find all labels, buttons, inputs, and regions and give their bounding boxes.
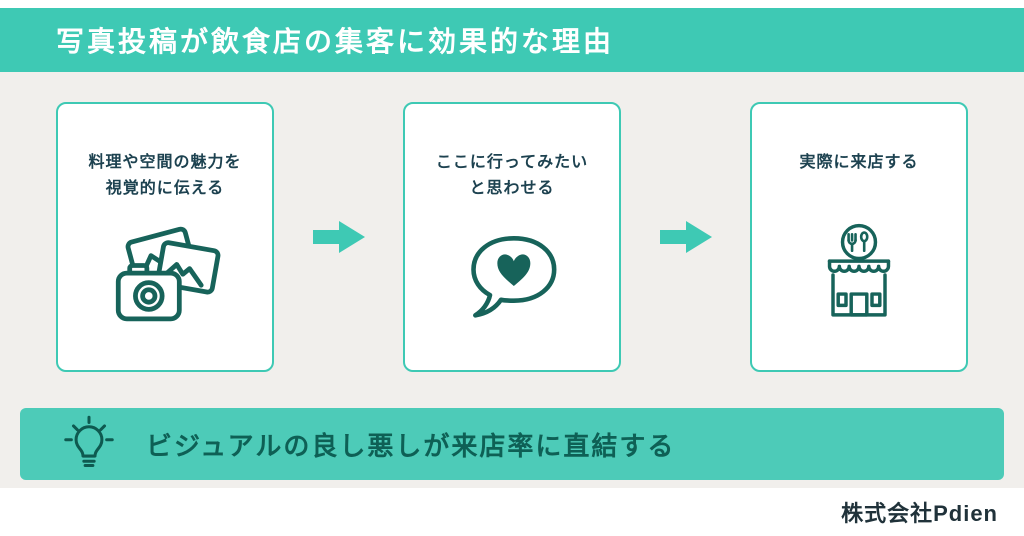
storefront-icon — [807, 206, 911, 344]
flow-card-convey-appeal: 料理や空間の魅力を 視覚的に伝える — [56, 102, 274, 372]
page-title: 写真投稿が飲食店の集客に効果的な理由 — [56, 26, 615, 57]
footer: 株式会社Pdien — [0, 488, 1024, 536]
flow-card-want-to-visit: ここに行ってみたい と思わせる — [403, 102, 621, 372]
card-label: 料理や空間の魅力を 視覚的に伝える — [88, 154, 242, 197]
flow-card-actual-visit: 実際に来店する — [750, 102, 968, 372]
company-name: 株式会社Pdien — [841, 501, 998, 526]
arrow-right-icon — [626, 217, 746, 257]
speech-bubble-heart-icon — [457, 206, 567, 344]
card-label: 実際に来店する — [799, 154, 919, 171]
camera-photos-icon — [103, 206, 227, 344]
lightbulb-icon — [58, 413, 120, 475]
arrow-right-icon — [279, 217, 399, 257]
card-label: ここに行ってみたい と思わせる — [435, 154, 589, 197]
header-band: 写真投稿が飲食店の集客に効果的な理由 — [0, 8, 1024, 72]
banner-text: ビジュアルの良し悪しが来店率に直結する — [146, 430, 676, 461]
content-area: 料理や空間の魅力を 視覚的に伝える — [0, 72, 1024, 488]
key-point-banner: ビジュアルの良し悪しが来店率に直結する — [20, 408, 1004, 480]
flow-diagram: 料理や空間の魅力を 視覚的に伝える — [0, 102, 1024, 372]
